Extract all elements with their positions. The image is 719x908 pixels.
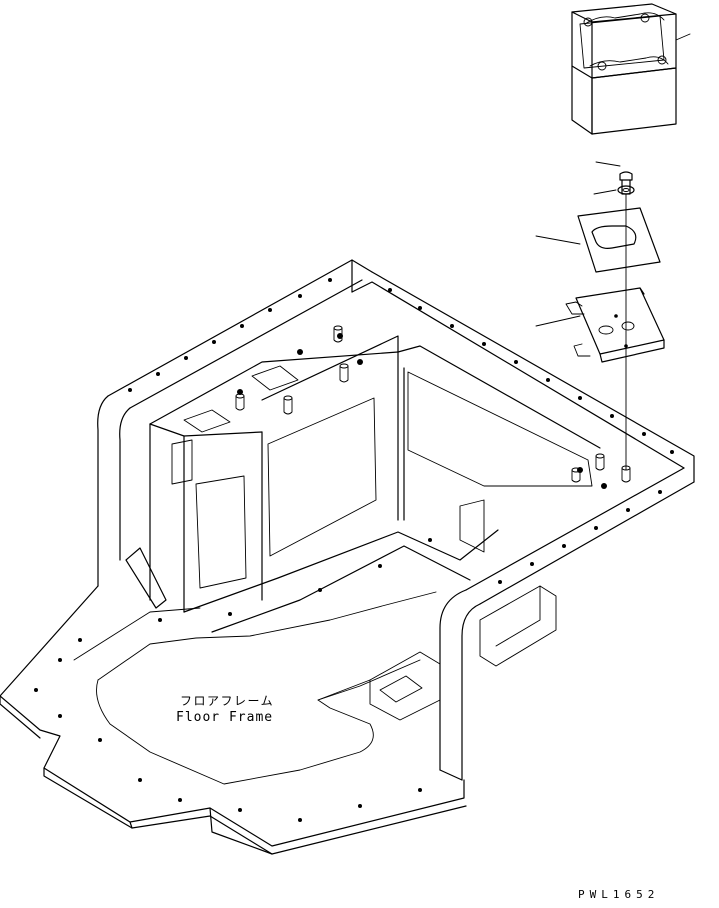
frame-holes (34, 278, 674, 822)
battery (571, 3, 691, 135)
battery-bracket (535, 287, 665, 363)
mounting-bosses (235, 325, 631, 483)
floor-frame-label-en: Floor Frame (176, 710, 274, 725)
floor-frame (0, 259, 695, 855)
bolt (595, 161, 633, 195)
floor-frame-label-jp: フロアフレーム (180, 694, 275, 708)
drawing-code: PWL1652 (578, 888, 660, 901)
washer (593, 185, 635, 195)
battery-pad (535, 207, 661, 273)
